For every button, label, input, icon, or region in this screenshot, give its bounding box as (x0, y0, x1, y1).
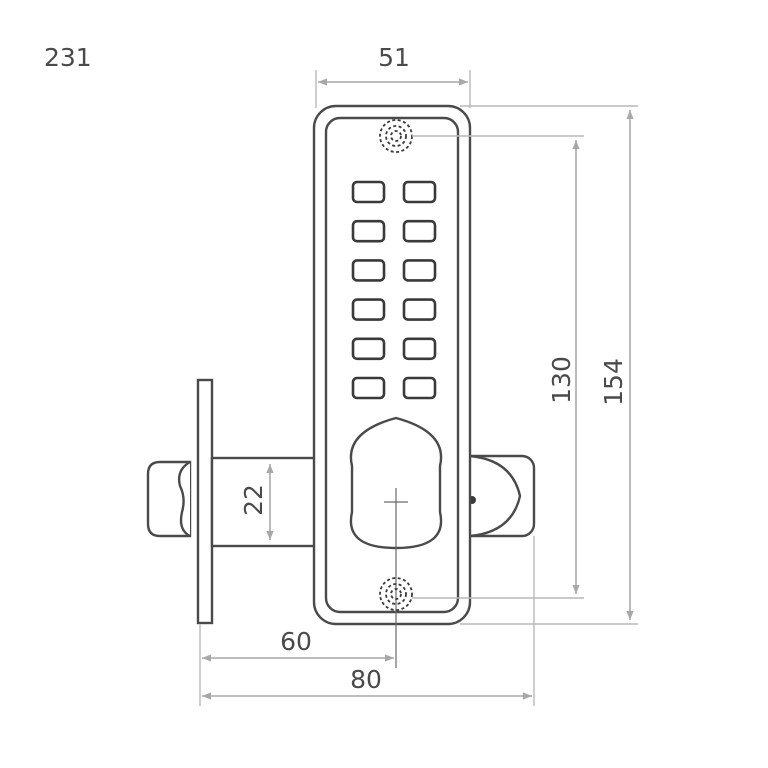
dimension-width-label: 51 (378, 43, 410, 72)
dimension-latch-diameter-label: 22 (239, 484, 268, 516)
keypad-key (402, 180, 437, 204)
keypad-plate (312, 104, 472, 668)
dimension-overall-depth: 80 (202, 536, 535, 706)
keypad-key (402, 376, 437, 400)
keypad-key (402, 298, 437, 321)
knob (349, 416, 443, 550)
keypad-key (402, 219, 437, 243)
dimension-inner-height-label: 130 (547, 356, 576, 404)
bottom-screw-icon (379, 577, 413, 611)
keypad-key (351, 259, 386, 282)
keypad-key (402, 337, 437, 361)
dimension-total-height: 154 (460, 105, 638, 625)
dimension-overall-depth-label: 80 (350, 665, 382, 694)
keypad-key (402, 259, 437, 282)
dimension-backset: 60 (199, 624, 394, 706)
keypad-buttons (351, 180, 437, 400)
keypad-key (351, 376, 386, 400)
rear-housing (456, 454, 536, 538)
dimension-latch-diameter: 22 (239, 464, 274, 540)
keypad-key (351, 180, 386, 204)
latch-faceplate (196, 378, 214, 625)
dimension-inner-height: 130 (412, 135, 584, 599)
dimension-total-height-label: 154 (599, 358, 628, 406)
dimension-width: 51 (315, 43, 471, 108)
latch-tongue-bevel (177, 460, 191, 538)
latch-body (210, 456, 322, 548)
figure-id-label: 231 (44, 43, 92, 72)
rear-housing-curve (469, 454, 522, 538)
keypad-key (351, 298, 386, 321)
keypad-key (351, 337, 386, 361)
keypad-key (351, 219, 386, 243)
dimension-backset-label: 60 (280, 627, 312, 656)
latch-assembly (146, 378, 322, 625)
